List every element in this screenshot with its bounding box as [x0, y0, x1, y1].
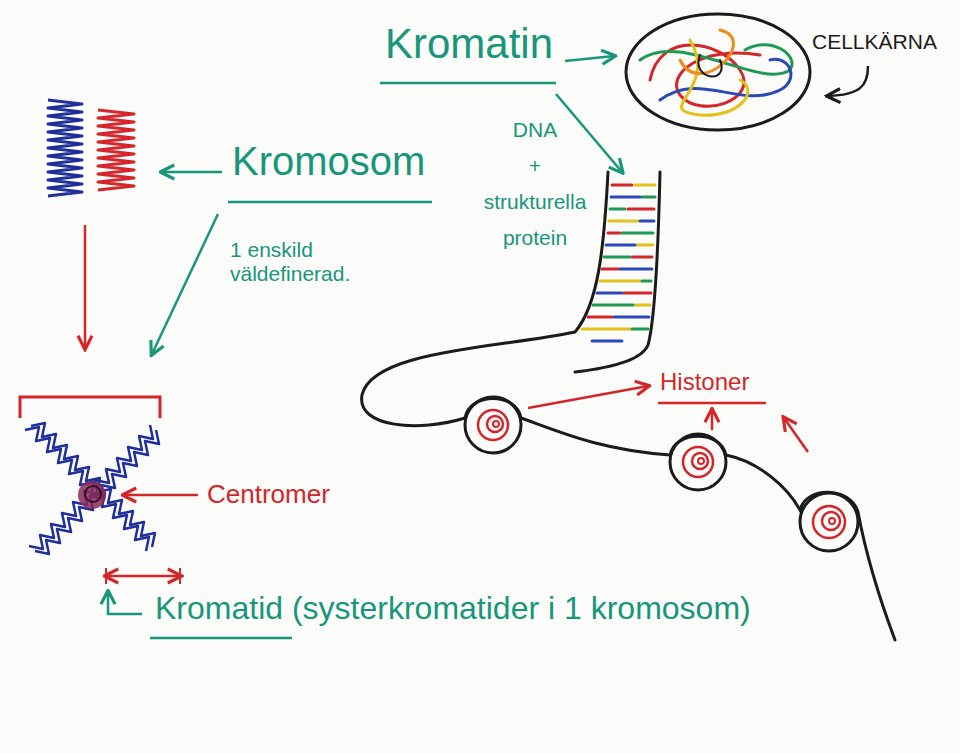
- length-ticks: [106, 568, 180, 584]
- x-chromosome: [25, 423, 159, 554]
- pointer-arrow: [828, 66, 868, 96]
- chromatin-strand: [660, 59, 791, 100]
- fibre-outline: [575, 172, 660, 372]
- chromatid: [25, 427, 149, 551]
- nucleus-outline: [626, 14, 810, 130]
- cell-nucleus: [626, 14, 810, 130]
- bracket: [20, 397, 160, 418]
- chromosome: [48, 100, 82, 196]
- pointer-arrow: [565, 56, 614, 61]
- histone-spiral: [493, 421, 499, 427]
- histone: [465, 397, 521, 453]
- dna-stripes: [592, 197, 654, 341]
- pointer-arrow: [162, 171, 222, 174]
- chromatid: [35, 430, 159, 554]
- underline: [228, 201, 432, 204]
- chromosome: [98, 110, 134, 190]
- chromatin-strand: [680, 30, 733, 74]
- definition-note: 1 enskild väldefinerad.: [230, 238, 380, 286]
- histone-spiral: [829, 518, 835, 524]
- histone: [670, 434, 726, 490]
- part-label: Centromer: [207, 480, 330, 510]
- underline: [658, 402, 766, 405]
- part-label: Histoner: [660, 368, 749, 396]
- definition-note: DNA + strukturella protein: [470, 112, 600, 256]
- term-heading: Kromosom: [232, 138, 425, 184]
- chromatin-fibre: [362, 172, 895, 640]
- histone-spiral: [683, 447, 713, 477]
- histone-spiral: [478, 410, 508, 440]
- histone-spiral: [822, 512, 840, 530]
- chromatin-strand: [681, 40, 747, 115]
- chromatid: [31, 423, 155, 547]
- pointer-arrow: [528, 386, 648, 408]
- dna-stripes: [582, 185, 655, 329]
- chromosome-pair: [48, 100, 134, 196]
- pointer-arrow: [84, 225, 87, 348]
- pointer-arrow: [711, 410, 714, 430]
- length-arrow: [106, 575, 180, 578]
- histone-spiral: [813, 506, 845, 538]
- pointer-arrow: [152, 214, 218, 354]
- term-heading: Kromatid (systerkromatider i 1 kromosom): [155, 590, 751, 627]
- underline: [150, 637, 292, 640]
- underline: [380, 82, 556, 85]
- pointer-arrow: [124, 494, 198, 497]
- histone-spiral: [698, 458, 704, 464]
- histone: [800, 493, 858, 551]
- pointer-arrow: [784, 418, 808, 452]
- dna-stripes: [588, 185, 654, 317]
- centromere: [78, 481, 106, 509]
- histones: [465, 397, 858, 551]
- centromere: [85, 486, 101, 502]
- pointer-arrow: [556, 94, 622, 172]
- term-heading: Kromatin: [385, 20, 553, 68]
- pointer-arrow: [108, 592, 142, 614]
- pointer-label: CELLKÄRNA: [812, 30, 937, 54]
- chromatin-strand: [698, 55, 721, 76]
- chromatid: [29, 425, 153, 549]
- histone-spiral: [487, 416, 503, 432]
- histone-spiral: [692, 453, 708, 469]
- dna-stripes: [593, 197, 655, 329]
